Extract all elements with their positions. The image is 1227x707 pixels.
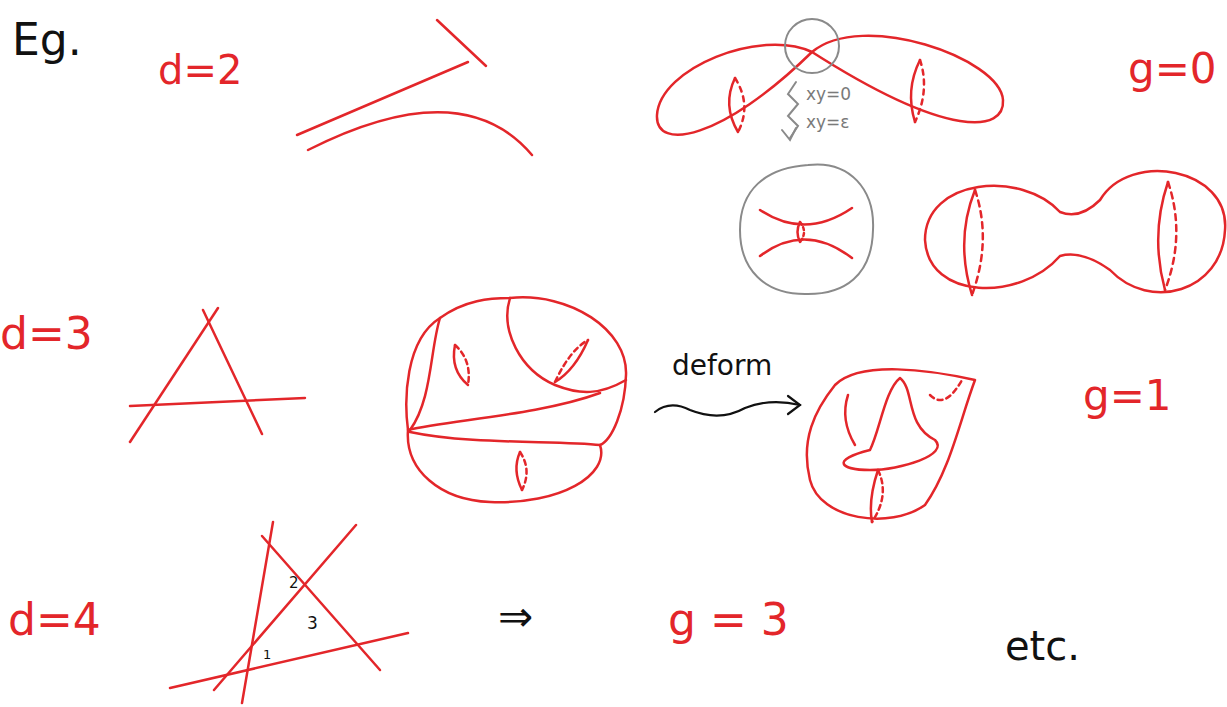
sphere: [812, 36, 1003, 123]
cross-section: [1165, 182, 1176, 290]
genus-label: g = 3: [668, 598, 789, 642]
torus-hole: [844, 378, 938, 470]
cross-section: [930, 380, 962, 400]
region-number: 2: [289, 576, 299, 591]
cross-section: [516, 452, 522, 490]
cross-section: [454, 345, 468, 385]
zoom-circle: [740, 164, 873, 294]
line: [130, 308, 218, 442]
arrow-head: [788, 396, 800, 414]
torus: [807, 369, 975, 518]
sphere-join: [925, 171, 1225, 292]
cross-section: [972, 190, 983, 295]
equation-label: xy=0: [806, 86, 851, 103]
neck-curve: [760, 239, 852, 258]
cross-section: [555, 340, 588, 382]
degree-label: d=2: [158, 50, 242, 90]
equation-label: xy=ε: [806, 114, 850, 131]
zoom-circle: [785, 19, 839, 73]
seam: [408, 393, 600, 430]
cross-section: [845, 395, 855, 445]
cross-section: [555, 340, 588, 382]
arrow-head: [782, 128, 796, 140]
genus-label: g=1: [1083, 375, 1172, 417]
genus-label: g=0: [1128, 48, 1217, 90]
line: [130, 398, 305, 406]
cross-section: [1158, 182, 1168, 290]
seam: [507, 298, 626, 392]
cross-section: [729, 78, 738, 132]
cross-section: [520, 452, 527, 490]
surface: [406, 297, 626, 502]
region-number: 3: [307, 615, 318, 632]
region-number: 1: [263, 648, 271, 661]
cross-section: [915, 60, 924, 122]
degree-label: d=3: [0, 312, 93, 356]
curve-line: [308, 112, 532, 155]
cross-section: [964, 190, 975, 295]
example-label: Eg.: [12, 18, 82, 62]
line: [214, 525, 356, 690]
seam: [410, 432, 600, 445]
curve-line: [297, 62, 468, 135]
arrow-label: deform: [672, 352, 772, 380]
cross-section: [455, 345, 469, 385]
line: [262, 536, 380, 670]
implies-symbol: ⇒: [498, 596, 533, 638]
seam: [410, 318, 440, 430]
degree-label: d=4: [8, 598, 101, 642]
deform-arrow: [655, 402, 800, 415]
neck-curve: [760, 208, 852, 225]
curve-line: [437, 20, 486, 66]
cross-section: [872, 470, 883, 522]
note-label: etc.: [1005, 626, 1080, 666]
line: [203, 310, 262, 434]
cross-section: [798, 222, 801, 242]
line: [242, 522, 273, 703]
squiggle-arrow: [788, 82, 798, 138]
cross-section: [735, 78, 744, 132]
cross-section: [800, 222, 804, 242]
